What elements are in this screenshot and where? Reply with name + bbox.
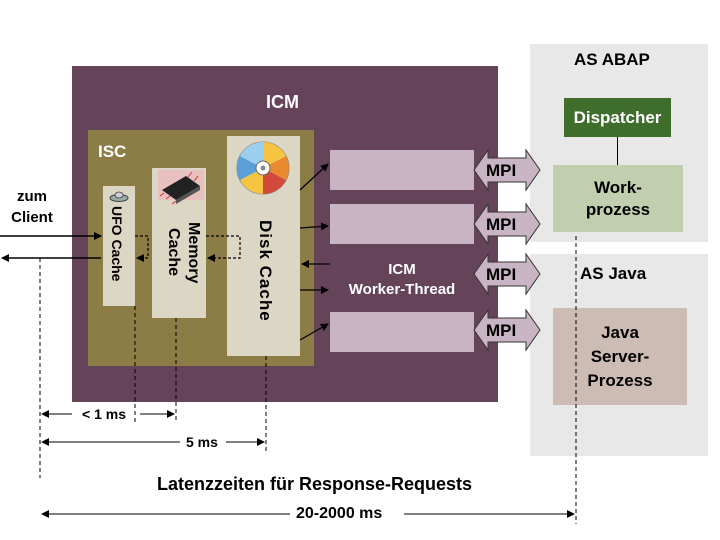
arrow-to-worker-4 xyxy=(299,323,329,341)
ufo-cache-label: UFO Cache xyxy=(109,206,125,282)
latency-title: Latenzzeiten für Response-Requests xyxy=(157,474,473,494)
client-line2: Client xyxy=(11,209,53,226)
ufo-cache-column[interactable] xyxy=(103,186,135,306)
ufo-memory-loop xyxy=(135,235,149,262)
mpi-arrow-3 xyxy=(473,252,541,296)
mpi-arrow-4 xyxy=(473,308,541,352)
as-java-title: AS Java xyxy=(580,264,647,283)
mpi-arrow-1 xyxy=(473,148,541,192)
disk-icon xyxy=(236,141,290,195)
work-process-box[interactable]: Work- prozess xyxy=(553,165,683,232)
isc-title: ISC xyxy=(98,142,127,161)
latency-label-1: < 1 ms xyxy=(82,406,126,422)
worker-box-2[interactable] xyxy=(330,204,474,244)
dispatcher-box[interactable]: Dispatcher xyxy=(564,98,671,137)
mpi-label-4: MPI xyxy=(486,321,517,340)
worker-thread-label: ICM Worker-Thread xyxy=(330,260,474,300)
worker-box-3[interactable] xyxy=(330,312,474,352)
icm-title: ICM xyxy=(266,92,299,112)
dispatcher-label: Dispatcher xyxy=(573,107,662,127)
java-line3: Prozess xyxy=(587,370,653,390)
client-line1: zum xyxy=(17,188,47,205)
worker-thread-line2: Worker-Thread xyxy=(348,281,456,298)
mpi-arrow-2 xyxy=(473,202,541,246)
arrow-to-worker-1 xyxy=(299,163,329,191)
worker-box-1[interactable] xyxy=(330,150,474,190)
memory-chip-icon xyxy=(158,170,204,205)
latency-label-2: 5 ms xyxy=(186,434,218,450)
java-line2: Server- xyxy=(590,346,650,366)
memory-cache-line1: Memory xyxy=(185,222,202,284)
mpi-label-1: MPI xyxy=(486,161,517,180)
dispatcher-connector xyxy=(617,137,618,165)
mpi-label-2: MPI xyxy=(486,215,517,234)
java-line1: Java xyxy=(601,322,639,342)
worker-thread-line1: ICM xyxy=(388,261,416,278)
as-abap-title: AS ABAP xyxy=(574,50,650,69)
work-process-line2: prozess xyxy=(585,199,651,219)
ufo-icon xyxy=(109,191,129,202)
memory-disk-loop xyxy=(206,235,241,262)
disk-cache-label: Disk Cache xyxy=(256,220,275,322)
client-label: zum Client xyxy=(4,186,60,228)
java-server-box[interactable]: Java Server- Prozess xyxy=(553,308,687,405)
mpi-label-3: MPI xyxy=(486,265,517,284)
memory-cache-line2: Cache xyxy=(165,228,182,277)
arrow-to-worker-2 xyxy=(299,222,329,231)
latency-label-3: 20-2000 ms xyxy=(296,505,383,522)
work-process-line1: Work- xyxy=(594,177,642,197)
